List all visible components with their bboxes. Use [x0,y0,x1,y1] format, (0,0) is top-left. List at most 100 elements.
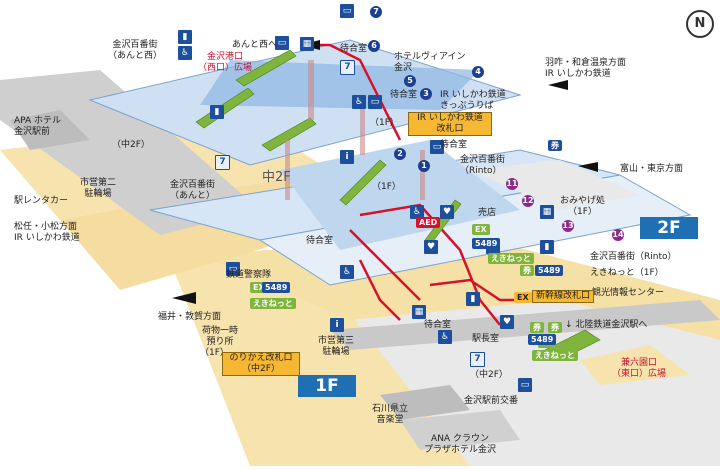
label-ana-hotel: ANA クラウン プラザホテル金沢 [424,434,497,455]
coin-locker-icon: ▦ [300,37,314,51]
badge-7: 7 [370,6,382,18]
label-waiting-room-2: 待合室 [390,90,418,100]
ticket-icon-2: ▭ [430,140,444,154]
ex-icon: EX [472,224,490,235]
label-waiting-room-5: 待合室 [424,320,452,330]
seven-eleven-icon-3: 7 [215,155,230,170]
label-hyakubangai-anto: 金沢百番街 （あんと） [170,180,216,201]
label-waiting-room-4: 待合室 [306,236,334,246]
ticket-5489-icon: 5489 [472,238,501,249]
label-rinto-1f: 金沢百番街（Rinto） [590,252,677,262]
elevator-icon-3: ▮ [540,240,554,254]
road-west [0,70,260,235]
label-hotel-vialin: ホテルヴィアイン 金沢 [394,52,466,73]
label-luggage-floor: （1F） [200,348,229,358]
ticket-5489-icon-4: 5489 [528,334,557,345]
ticket-machine-icon-2: 券 [520,265,534,276]
label-hakui-direction: 羽咋・和倉温泉方面 IR いしかわ鉄道 [545,58,627,79]
elevator-icon: ▮ [178,30,192,44]
label-waiting-room-3: 待合室 [440,140,468,150]
label-hokuriku-railway: ↓ 北陸鉄道金沢駅へ [565,320,648,330]
aed-icon: ♥ [440,205,454,219]
label-waiting-room-1: 待合室 [340,44,368,54]
label-police-box: 金沢駅前交番 [464,396,519,406]
ex-icon-2: EX [250,282,268,293]
label-1f-b: （1F） [372,182,401,192]
toilet-icon-2: ♿ [352,95,366,109]
label-shop: 売店 [478,208,497,218]
bus-icon: ▭ [275,36,289,50]
ir-gate-label: IR いしかわ鉄道 改札口 [408,112,492,136]
bus-icon-2: ▭ [226,262,240,276]
taxi-icon: ▭ [340,4,354,18]
information-icon: i [340,150,354,164]
label-hyakubangai-anto-west: 金沢百番街 （あんと西） [108,40,163,61]
label-1f-a: （1F） [370,118,399,128]
badge-4: 4 [472,66,484,78]
label-eki-net-1f: えきねっと（1F） [590,268,664,278]
aed-chip: AED [416,217,441,228]
seven-eleven-icon: 7 [340,60,355,75]
label-city-parking3: 市営第三 駐輪場 [318,336,355,357]
ana-hotel-block [400,410,520,450]
badge-6: 6 [368,40,380,52]
music-hall-block [380,385,470,420]
eki-net-chip-3: えきねっと [532,350,578,361]
label-omiyage: おみやげ処 （1F） [560,196,606,217]
coin-locker-icon-3: ▦ [412,305,426,319]
badge-1: 1 [418,160,430,172]
label-matsuto-direction: 松任・小松方面 IR いしかわ鉄道 [14,222,80,243]
label-toyama-direction: 富山・東京方面 [620,164,684,174]
ground-road-band [330,300,720,350]
label-mid-2f-b: （中2F） [470,370,508,380]
badge-14: 14 [612,229,624,241]
apa-block [10,110,90,150]
label-west-plaza: 金沢港口 （西口）広場 [198,52,253,73]
label-kenroku-gate: 兼六園口 （東口）広場 [612,358,667,379]
label-tourist-info: 観光情報センター [592,288,665,298]
label-ir-kippu: IR いしかわ鉄道 きっぷうりば [440,90,506,111]
ticket-machine-icon-3: 券 [530,322,544,333]
label-fukui-direction: 福井・敦賀方面 [158,312,222,322]
label-apa-hotel: APA ホテル 金沢駅前 [14,116,62,137]
label-stationmaster: 駅長室 [472,334,500,344]
kenroku-gate-block [580,345,690,385]
toilet-icon: ♿ [178,46,192,60]
label-mid-2f-a: （中2F） [112,140,150,150]
ticket-5489-icon-3: 5489 [262,282,291,293]
shinkansen-gate-label: 新幹線改札口 [532,290,594,303]
label-luggage: 荷物一時 預り所 [202,326,239,347]
transfer-gate-label: のりかえ改札口 （中2F） [222,352,300,376]
seven-eleven-icon-2: 7 [470,352,485,367]
badge-2: 2 [394,148,406,160]
badge-5: 5 [404,75,416,87]
toilet-icon-4: ♿ [340,265,354,279]
label-police: 鉄道警察隊 [226,270,272,280]
elevator-icon-2: ▮ [210,105,224,119]
badge-13: 13 [562,220,574,232]
eki-net-chip: えきねっと [488,253,534,264]
label-city-parking2: 市営第二 駐輪場 [80,178,117,199]
aed-icon-2: ♥ [424,240,438,254]
concourse-2f [280,140,520,250]
label-rentacar: 駅レンタカー [14,196,69,206]
floor-2f-badge: 2F [640,217,698,239]
ticket-icon: ▭ [368,95,382,109]
north-compass: N [686,10,714,38]
aed-icon-4: ♥ [500,315,514,329]
upper-deck-blue [200,60,480,110]
rinto-block [470,160,640,210]
label-hyakubangai-rinto: 金沢百番街 （Rinto） [460,155,506,176]
label-music-hall: 石川県立 音楽堂 [372,404,409,425]
information-icon-2: i [330,318,344,332]
ticket-machine-icon-4: 券 [548,322,562,333]
label-anto-west: あんと西へ [232,40,278,50]
bus-icon-3: ▭ [518,378,532,392]
badge-3: 3 [420,88,432,100]
ticket-5489-icon-2: 5489 [535,265,564,276]
badge-11: 11 [506,178,518,190]
coin-locker-icon-2: ▦ [540,205,554,219]
elevator-icon-4: ▮ [466,292,480,306]
